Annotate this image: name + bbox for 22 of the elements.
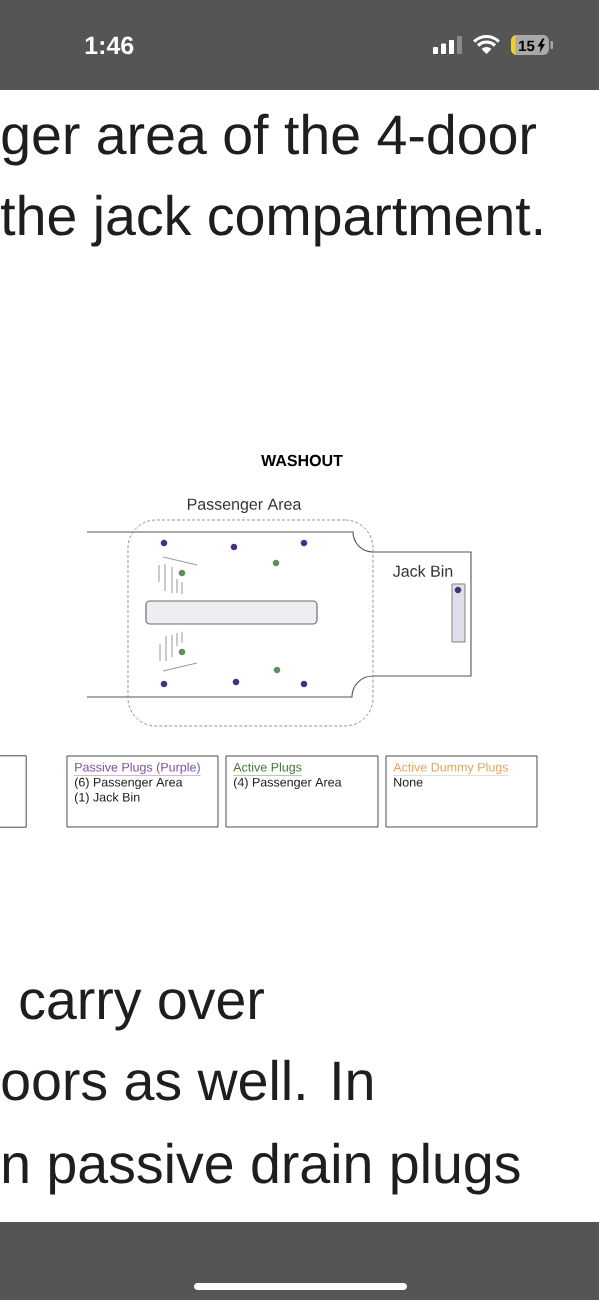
area-label: Jack Bin (393, 565, 453, 577)
body-text: ger area of the 4-door (2, 113, 536, 166)
body-text: carry over (20, 989, 264, 1031)
clock-time: 1:46 (85, 36, 134, 55)
box-heading: Active Dummy Plugs (393, 762, 509, 776)
info-box (0, 755, 27, 828)
area-label: Passenger Area (187, 498, 302, 513)
box-text: (6) Passenger Area (74, 777, 183, 790)
diagram-title: WASHOUT (261, 454, 343, 467)
info-box (385, 755, 538, 828)
info-box (225, 755, 379, 828)
body-text: the jack compartment. (1, 194, 541, 247)
body-text: oors as well. In (2, 1059, 372, 1101)
box-heading: Active Plugs (233, 762, 303, 776)
info-box (66, 755, 219, 828)
box-text: (4) Passenger Area (233, 777, 342, 790)
battery-percentage: 15 (519, 40, 535, 52)
box-heading: Passive Plugs (Purple) (74, 762, 201, 776)
body-text: n passive drain plugs (3, 1142, 520, 1195)
box-text: (1) Jack Bin (74, 792, 140, 805)
box-text: None (394, 777, 423, 787)
center-console (145, 600, 318, 625)
